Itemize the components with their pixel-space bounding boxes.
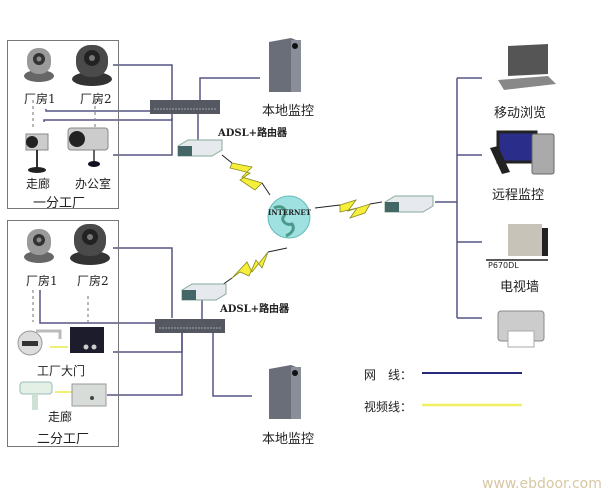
remote-label: 电视墙 bbox=[500, 280, 540, 295]
network-switch-icon bbox=[155, 319, 225, 333]
dome-camera-icon bbox=[17, 329, 62, 356]
watermark: www.ebdoor.com bbox=[482, 476, 602, 492]
local-monitor-label-bottom: 本地监控 bbox=[262, 432, 315, 447]
server-tower-icon bbox=[269, 38, 301, 92]
bullet-camera-icon bbox=[19, 381, 53, 410]
wire-f1-cam2 bbox=[113, 64, 173, 100]
remote-label: 移动浏览 bbox=[494, 106, 547, 121]
ptz-camera-icon bbox=[70, 224, 110, 265]
legend-network-label: 网 线： bbox=[364, 368, 413, 382]
wire-f1-cam3 bbox=[43, 112, 173, 122]
network-switch-icon bbox=[150, 100, 220, 114]
f2-camera-label: 走廊 bbox=[48, 410, 73, 424]
box-camera-icon bbox=[67, 127, 109, 167]
ptz-camera-icon bbox=[24, 229, 54, 263]
f2-camera-label: 厂房1 bbox=[26, 274, 58, 288]
desktop-pc-icon bbox=[490, 130, 555, 175]
internet-globe-icon bbox=[267, 195, 311, 239]
tv-wall-icon bbox=[486, 224, 548, 261]
factory2-title: 二分工厂 bbox=[37, 432, 90, 447]
wire-f2-cam2 bbox=[113, 247, 173, 318]
printer-icon bbox=[497, 310, 545, 348]
laptop-icon bbox=[498, 44, 556, 90]
factory1-group bbox=[7, 40, 119, 209]
box-camera-icon bbox=[25, 133, 49, 173]
video-encoder-icon bbox=[71, 383, 107, 407]
adsl-router-icon bbox=[384, 195, 434, 213]
lightning-bottom bbox=[231, 251, 269, 279]
factory2-group bbox=[7, 220, 119, 447]
f1-camera-label: 厂房2 bbox=[80, 92, 112, 106]
f1-camera-label: 走廊 bbox=[26, 177, 51, 191]
wire-f2-cam1 bbox=[39, 290, 162, 324]
router-label-top: ADSL+路由器 bbox=[218, 128, 288, 139]
tv-model-label: P670DL bbox=[488, 261, 519, 270]
adsl-router-icon bbox=[177, 139, 223, 157]
server-tower-icon bbox=[269, 365, 301, 419]
wire-switch1-server bbox=[199, 77, 260, 100]
video-encoder-icon bbox=[70, 327, 104, 353]
local-monitor-label-top: 本地监控 bbox=[262, 104, 315, 119]
remote-label: 远程监控 bbox=[492, 188, 545, 203]
lightning-mid bbox=[339, 199, 371, 219]
f2-camera-label: 厂房2 bbox=[77, 274, 109, 288]
adsl-router-icon bbox=[181, 283, 227, 301]
f1-camera-label: 办公室 bbox=[75, 177, 112, 191]
router-label-bottom: ADSL+路由器 bbox=[220, 304, 290, 315]
wire-f2-encoder2 bbox=[107, 333, 183, 396]
wire-switch2-server bbox=[212, 333, 252, 397]
legend-video-label: 视频线： bbox=[364, 400, 413, 414]
f2-camera-label: 工厂大门 bbox=[37, 364, 86, 378]
factory1-title: 一分工厂 bbox=[33, 196, 86, 211]
ptz-camera-icon bbox=[72, 45, 112, 86]
internet-label: INTERNET bbox=[268, 208, 311, 217]
wire-f1-cam4 bbox=[113, 118, 173, 156]
lightning-top bbox=[229, 162, 263, 191]
f1-camera-label: 厂房1 bbox=[24, 92, 56, 106]
wire-f2-encoder1 bbox=[113, 333, 183, 353]
ptz-camera-icon bbox=[24, 48, 54, 82]
